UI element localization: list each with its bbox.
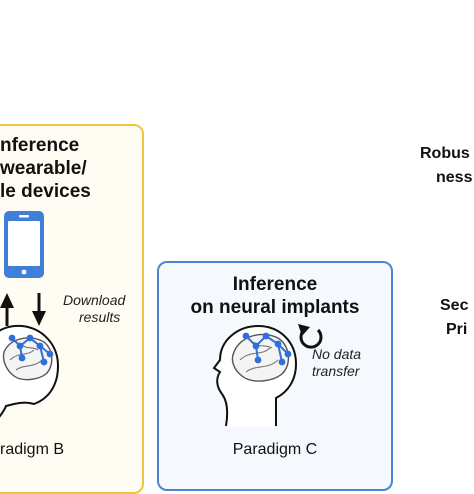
- paradigm-c-title-line1: Inference: [232, 274, 318, 295]
- paradigm-b-title-line1: nference: [0, 135, 80, 156]
- paradigm-c-title-line2: on neural implants: [190, 297, 360, 318]
- robustness-label-line1: Robus: [420, 145, 470, 162]
- head-with-brain-icon: [0, 324, 60, 418]
- download-note-line2: results: [79, 309, 121, 325]
- download-note-line1: Download: [63, 292, 126, 308]
- implant-head-icon: [212, 324, 298, 427]
- no-data-note-line2: transfer: [312, 363, 360, 379]
- paradigm-b-panel: [0, 124, 144, 494]
- refresh-cycle-icon: [298, 324, 323, 349]
- privacy-label-line2: Pri: [446, 321, 468, 338]
- paradigm-b-caption: radigm B: [0, 441, 65, 458]
- paradigm-b-title-line2: wearable/: [0, 158, 87, 179]
- robustness-label-line2: ness: [436, 169, 473, 186]
- security-label-line1: Sec: [440, 297, 469, 314]
- no-data-note-line1: No data: [312, 346, 362, 362]
- paradigm-b-title-line3: le devices: [0, 181, 91, 202]
- smartphone-icon: [4, 211, 44, 278]
- download-arrow-icon: [32, 293, 46, 326]
- paradigm-c-caption: Paradigm C: [232, 441, 318, 458]
- upload-arrow-icon: [0, 293, 14, 326]
